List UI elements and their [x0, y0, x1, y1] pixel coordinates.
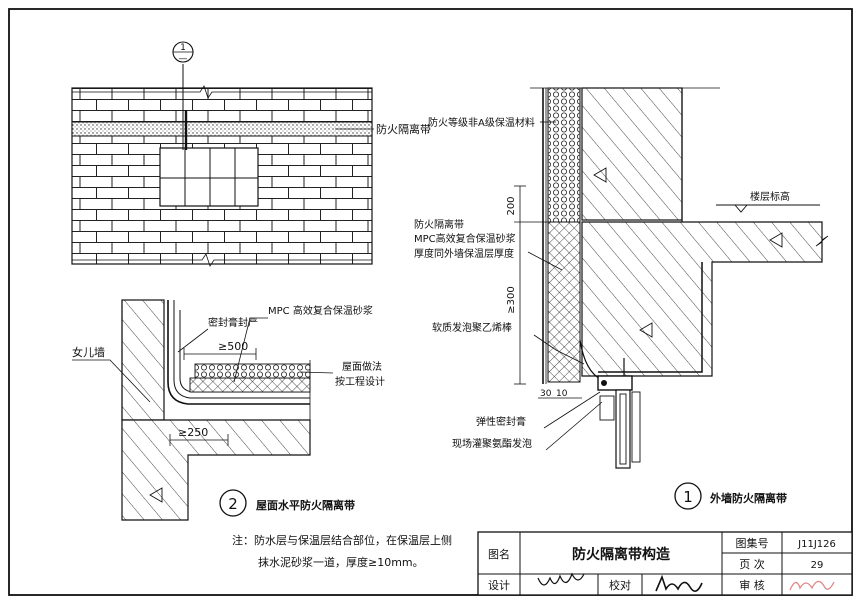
- upper-wall: [581, 87, 683, 221]
- atlas-no: J11J126: [797, 539, 836, 550]
- svg-text:—: —: [179, 54, 188, 64]
- note-line-1: 注：防水层与保温层结合部位，在保温层上侧: [232, 533, 452, 547]
- drawing-name-label: 图名: [488, 547, 510, 561]
- page-label: 页 次: [739, 557, 765, 571]
- label-mpc-roof: MPC 高效复合保温砂浆: [268, 304, 373, 317]
- page-no: 29: [811, 560, 824, 571]
- window-opening: [159, 147, 259, 207]
- mpc-fire-band: [547, 221, 581, 383]
- label-fire-band-wall: 防火隔离带: [414, 218, 464, 231]
- top-wall-detail: 1 — 防火隔离带: [71, 41, 431, 267]
- label-foam-rod: 软质发泡聚乙烯棒: [432, 321, 512, 334]
- insulation-upper: [547, 87, 581, 223]
- label-fire-band-top: 防火隔离带: [376, 122, 431, 136]
- label-parapet: 女儿墙: [72, 345, 105, 359]
- roof-mpc-layer: [189, 377, 311, 393]
- roof-insulation: [194, 363, 311, 379]
- detail-1-title: 外墙防火隔离带: [709, 491, 787, 505]
- dim-200: 200: [506, 196, 517, 215]
- label-elastic-sealant: 弹性密封膏: [476, 415, 526, 428]
- label-floor-level: 楼层标高: [750, 190, 790, 203]
- detail-1-number: 1: [683, 488, 693, 506]
- dim-250: ≥250: [178, 426, 208, 439]
- label-thickness: 厚度同外墙保温层厚度: [414, 247, 514, 260]
- label-sealant: 密封膏封严: [208, 316, 258, 329]
- dim-300: ≥300: [506, 286, 517, 313]
- label-roof-finish-1: 屋面做法: [342, 360, 382, 373]
- checker-signature: [655, 574, 703, 592]
- detail-2-marker: [219, 489, 247, 517]
- label-insulation: 防火等级非A级保温材料: [428, 116, 535, 129]
- review-label: 审 核: [739, 578, 765, 592]
- roof-detail: 女儿墙 密封膏封严 MPC 高效复合保温砂浆 屋面做法 按工程设计 ≥500 ≥…: [72, 299, 452, 569]
- fire-band-strip: [71, 121, 373, 137]
- dim-10: 10: [556, 389, 568, 399]
- dim-30: 30: [540, 389, 552, 399]
- design-label: 设计: [488, 579, 510, 592]
- label-mpc-wall: MPC高效复合保温砂浆: [414, 232, 516, 245]
- dim-500: ≥500: [218, 340, 248, 353]
- detail-1-marker: [674, 482, 702, 510]
- designer-signature: [537, 572, 585, 586]
- parapet-wall: [121, 299, 165, 421]
- title-block: 图名 防火隔离带构造 图集号 J11J126 页 次 29 设计 校对 审 核: [477, 531, 853, 596]
- detail-2-title: 屋面水平防火隔离带: [256, 498, 355, 512]
- drawing-name: 防火隔离带构造: [572, 546, 670, 563]
- label-pu-foam: 现场灌聚氨酯发泡: [452, 437, 532, 450]
- wall-detail: 楼层标高 200 ≥300 30 10 防火等级非A级保温材料 防火隔离带 MP…: [414, 87, 829, 510]
- check-label: 校对: [609, 578, 631, 592]
- sheet-border: [8, 8, 853, 596]
- note-line-2: 抹水泥砂浆一道，厚度≥10mm。: [258, 555, 424, 569]
- brick-wall: [71, 87, 373, 265]
- atlas-no-label: 图集号: [736, 536, 769, 550]
- section-marker-number: 1: [180, 43, 186, 53]
- detail-2-number: 2: [228, 495, 238, 513]
- label-roof-finish-2: 按工程设计: [335, 375, 385, 388]
- reviewer-signature: [789, 580, 835, 591]
